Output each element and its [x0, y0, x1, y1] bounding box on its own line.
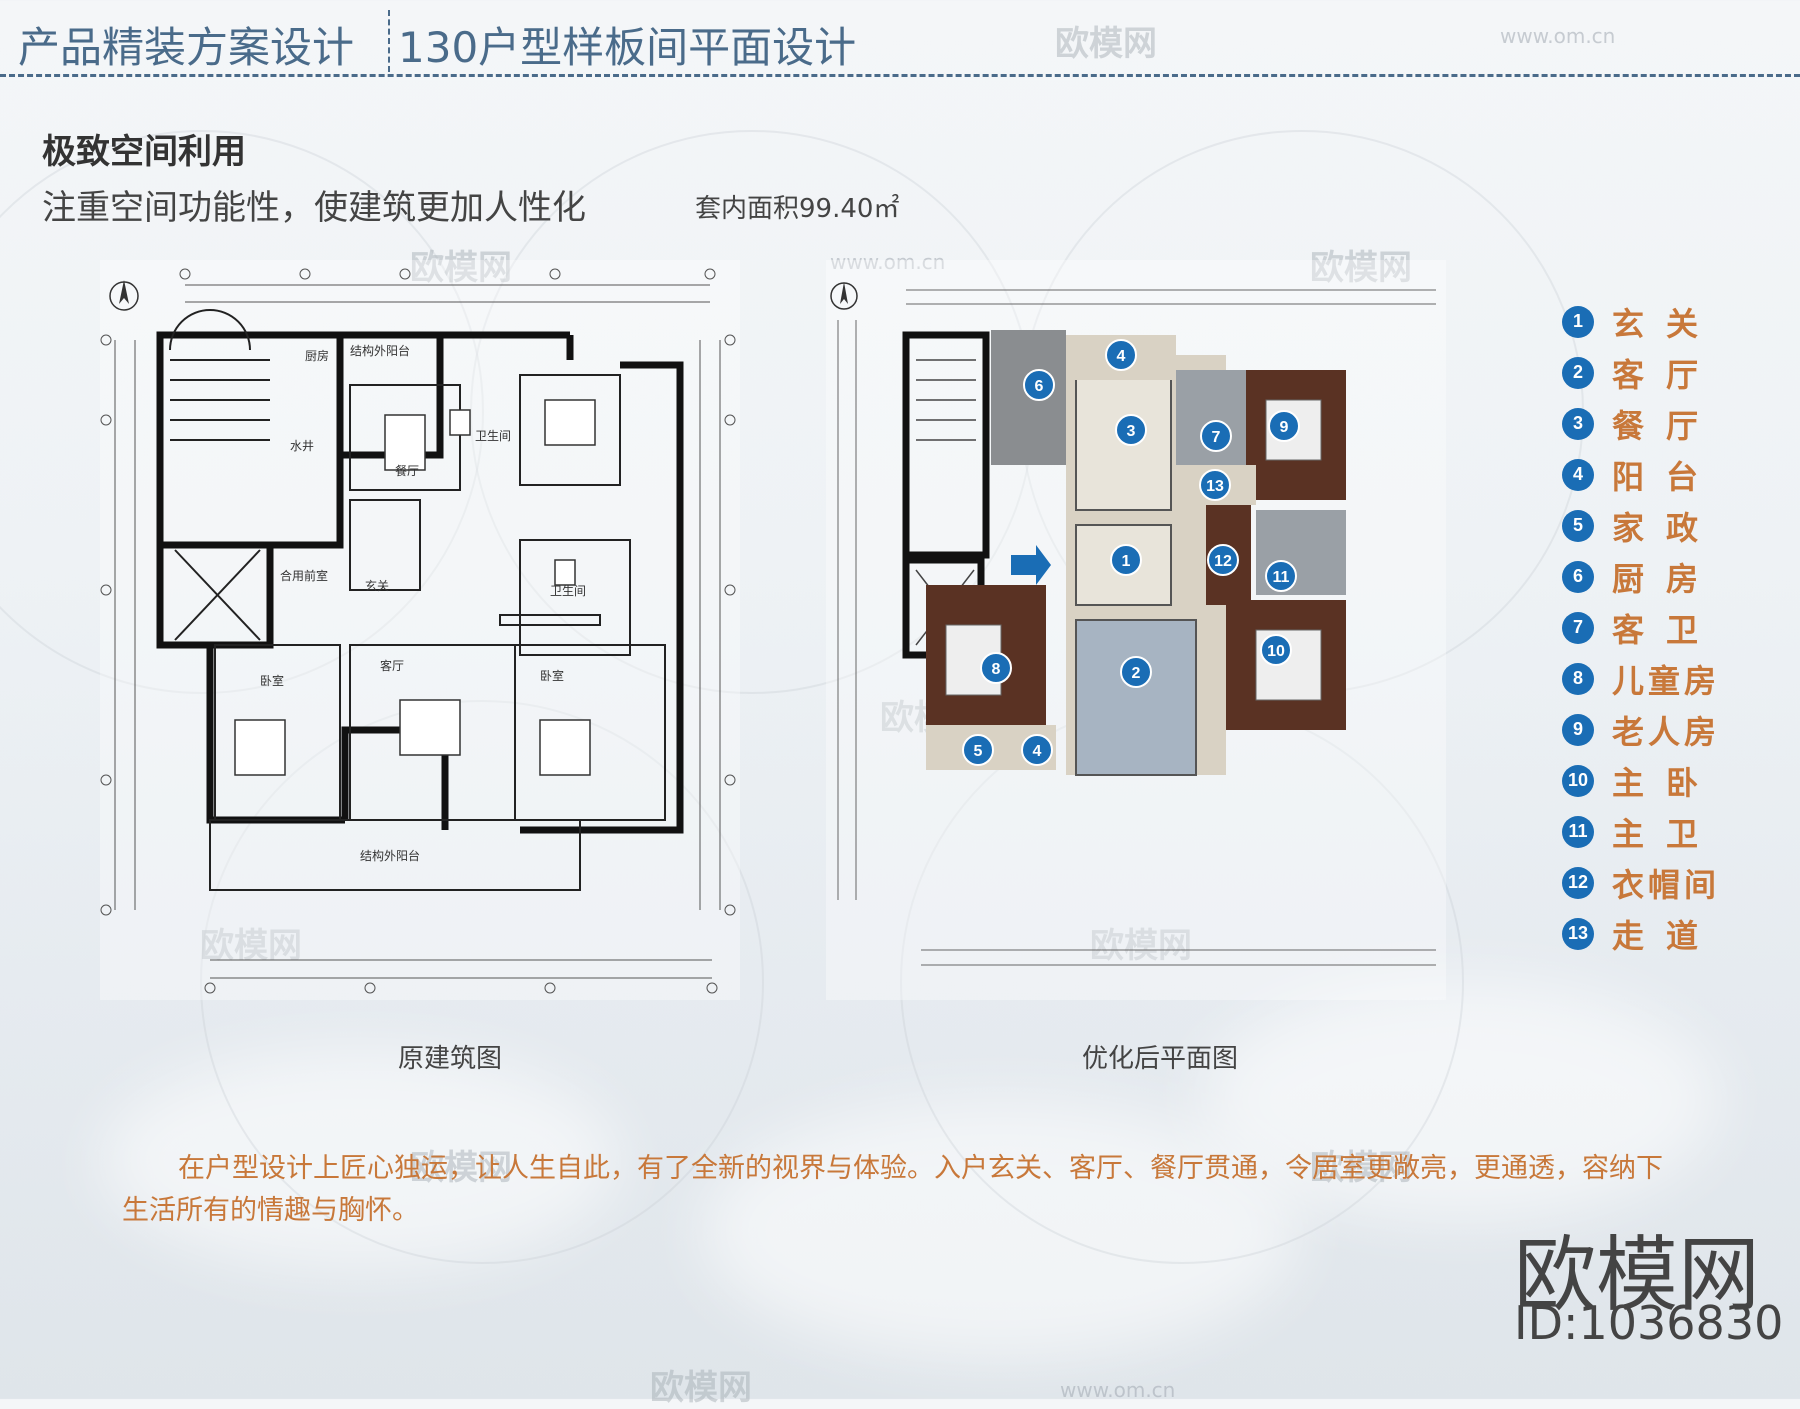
- room-label: 水井: [290, 439, 314, 453]
- legend-item: 10 主卧: [1562, 755, 1720, 806]
- page-title: 130户型样板间平面设计: [398, 23, 857, 72]
- svg-text:9: 9: [1280, 419, 1289, 436]
- area-label: 套内面积99.40㎡: [695, 194, 900, 224]
- legend-item: 9 老人房: [1562, 704, 1720, 755]
- legend-item: 1 玄关: [1562, 296, 1720, 347]
- header-divider: [388, 10, 390, 72]
- legend-item: 2 客厅: [1562, 347, 1720, 398]
- room-label: 结构外阳台: [350, 343, 410, 358]
- watermark-brand: 欧模网: [1310, 248, 1412, 288]
- legend-number: 8: [1562, 662, 1594, 695]
- original-plan-drawing: 厨房 结构外阳台 餐厅 卫生间 水井 合用前室 玄关 卫生间 卧室 客厅 卧室 …: [100, 268, 736, 994]
- headline: 极致空间利用: [42, 132, 246, 172]
- legend-number: 4: [1562, 458, 1594, 491]
- legend-label: 厨房: [1612, 559, 1721, 598]
- legend-item: 12 衣帽间: [1562, 857, 1720, 908]
- legend-item: 8 儿童房: [1562, 653, 1720, 704]
- legend-label: 阳台: [1612, 457, 1721, 496]
- description-paragraph: 在户型设计上匠心独运，让人生自此，有了全新的视界与体验。入户玄关、客厅、餐厅贯通…: [122, 1153, 1663, 1226]
- svg-text:7: 7: [1212, 429, 1221, 446]
- legend-number: 9: [1562, 713, 1594, 746]
- legend-number: 5: [1562, 509, 1594, 542]
- entry-arrow-icon: [1011, 545, 1051, 585]
- watermark-url: www.om.cn: [1500, 24, 1616, 48]
- svg-text:12: 12: [1214, 553, 1232, 570]
- room-label: 客厅: [380, 658, 404, 673]
- legend-item: 7 客卫: [1562, 602, 1720, 653]
- room-label: 卧室: [540, 668, 564, 683]
- svg-text:1: 1: [1122, 553, 1131, 570]
- ring-decoration: [200, 700, 764, 1264]
- legend-number: 11: [1562, 815, 1594, 848]
- legend-item: 4 阳台: [1562, 449, 1720, 500]
- legend-label: 主卧: [1612, 763, 1721, 802]
- page-header: 产品精装方案设计 130户型样板间平面设计: [0, 0, 1800, 78]
- watermark-url: www.om.cn: [830, 250, 946, 274]
- room-legend: 1 玄关 2 客厅 3 餐厅 4 阳台 5 家政 6 厨房 7 客卫 8 儿童房 9 老人房 10…: [1562, 296, 1720, 959]
- optimized-plan-caption: 优化后平面图: [1081, 1044, 1238, 1074]
- legend-item: 3 餐厅: [1562, 398, 1720, 449]
- watermark-brand: 欧模网: [1090, 926, 1192, 966]
- legend-label: 餐厅: [1612, 406, 1721, 445]
- room-label: 卫生间: [475, 429, 511, 443]
- legend-item: 13 走道: [1562, 908, 1720, 959]
- section-title: 产品精装方案设计: [18, 23, 355, 72]
- legend-label: 家政: [1612, 508, 1721, 547]
- original-plan-caption: 原建筑图: [397, 1044, 502, 1074]
- svg-text:5: 5: [974, 743, 983, 760]
- legend-label: 衣帽间: [1612, 865, 1721, 904]
- watermark-url: www.om.cn: [1060, 1378, 1176, 1402]
- room-label: 卫生间: [550, 584, 586, 598]
- legend-label: 走道: [1612, 916, 1721, 955]
- svg-text:10: 10: [1267, 643, 1285, 660]
- watermark-brand: 欧模网: [1055, 24, 1157, 64]
- room-label: 厨房: [305, 348, 329, 363]
- legend-label: 儿童房: [1612, 661, 1721, 700]
- svg-text:3: 3: [1127, 423, 1136, 440]
- original-floor-plan: 厨房 结构外阳台 餐厅 卫生间 水井 合用前室 玄关 卫生间 卧室 客厅 卧室 …: [100, 260, 740, 1000]
- watermark-brand: 欧模网: [650, 1368, 752, 1408]
- legend-label: 老人房: [1612, 712, 1721, 751]
- legend-number: 6: [1562, 560, 1594, 593]
- room-label: 结构外阳台: [360, 848, 420, 863]
- legend-item: 5 家政: [1562, 500, 1720, 551]
- legend-number: 13: [1562, 917, 1594, 950]
- legend-label: 主卫: [1612, 814, 1721, 853]
- legend-number: 3: [1562, 407, 1594, 440]
- optimized-plan-drawing: 4 6 3 7 9 13 1 12 11 8 2 10 5 4: [830, 282, 1436, 966]
- svg-text:2: 2: [1132, 665, 1141, 682]
- legend-number: 2: [1562, 356, 1594, 389]
- svg-text:6: 6: [1035, 378, 1044, 395]
- svg-text:4: 4: [1117, 348, 1126, 365]
- watermark-brand: 欧模网: [1310, 1148, 1412, 1188]
- legend-number: 10: [1562, 764, 1594, 797]
- optimized-floor-plan: 4 6 3 7 9 13 1 12 11 8 2 10 5 4: [826, 260, 1446, 1000]
- svg-text:8: 8: [992, 661, 1001, 678]
- legend-number: 1: [1562, 305, 1594, 338]
- legend-label: 客厅: [1612, 355, 1721, 394]
- legend-label: 客卫: [1612, 610, 1721, 649]
- asset-id: ID:1036830: [1514, 1296, 1784, 1350]
- watermark-brand: 欧模网: [200, 926, 302, 966]
- legend-number: 12: [1562, 866, 1594, 899]
- living-rug: [1075, 619, 1197, 776]
- room-kitchen: [991, 330, 1066, 465]
- legend-item: 11 主卫: [1562, 806, 1720, 857]
- watermark-brand: 欧模网: [410, 1148, 512, 1188]
- watermark-brand: 欧模网: [410, 248, 512, 288]
- svg-text:13: 13: [1206, 478, 1224, 495]
- legend-label: 玄关: [1612, 304, 1721, 343]
- legend-item: 6 厨房: [1562, 551, 1720, 602]
- legend-number: 7: [1562, 611, 1594, 644]
- svg-text:11: 11: [1273, 569, 1290, 586]
- room-label: 卧室: [260, 673, 284, 688]
- header-rule: [0, 74, 1800, 77]
- svg-text:4: 4: [1033, 743, 1042, 760]
- room-label: 玄关: [365, 578, 389, 593]
- subline: 注重空间功能性，使建筑更加人性化: [42, 188, 586, 228]
- room-label: 合用前室: [280, 568, 328, 583]
- brand-logo: 欧模网: [1514, 1228, 1761, 1323]
- room-label: 餐厅: [395, 463, 419, 478]
